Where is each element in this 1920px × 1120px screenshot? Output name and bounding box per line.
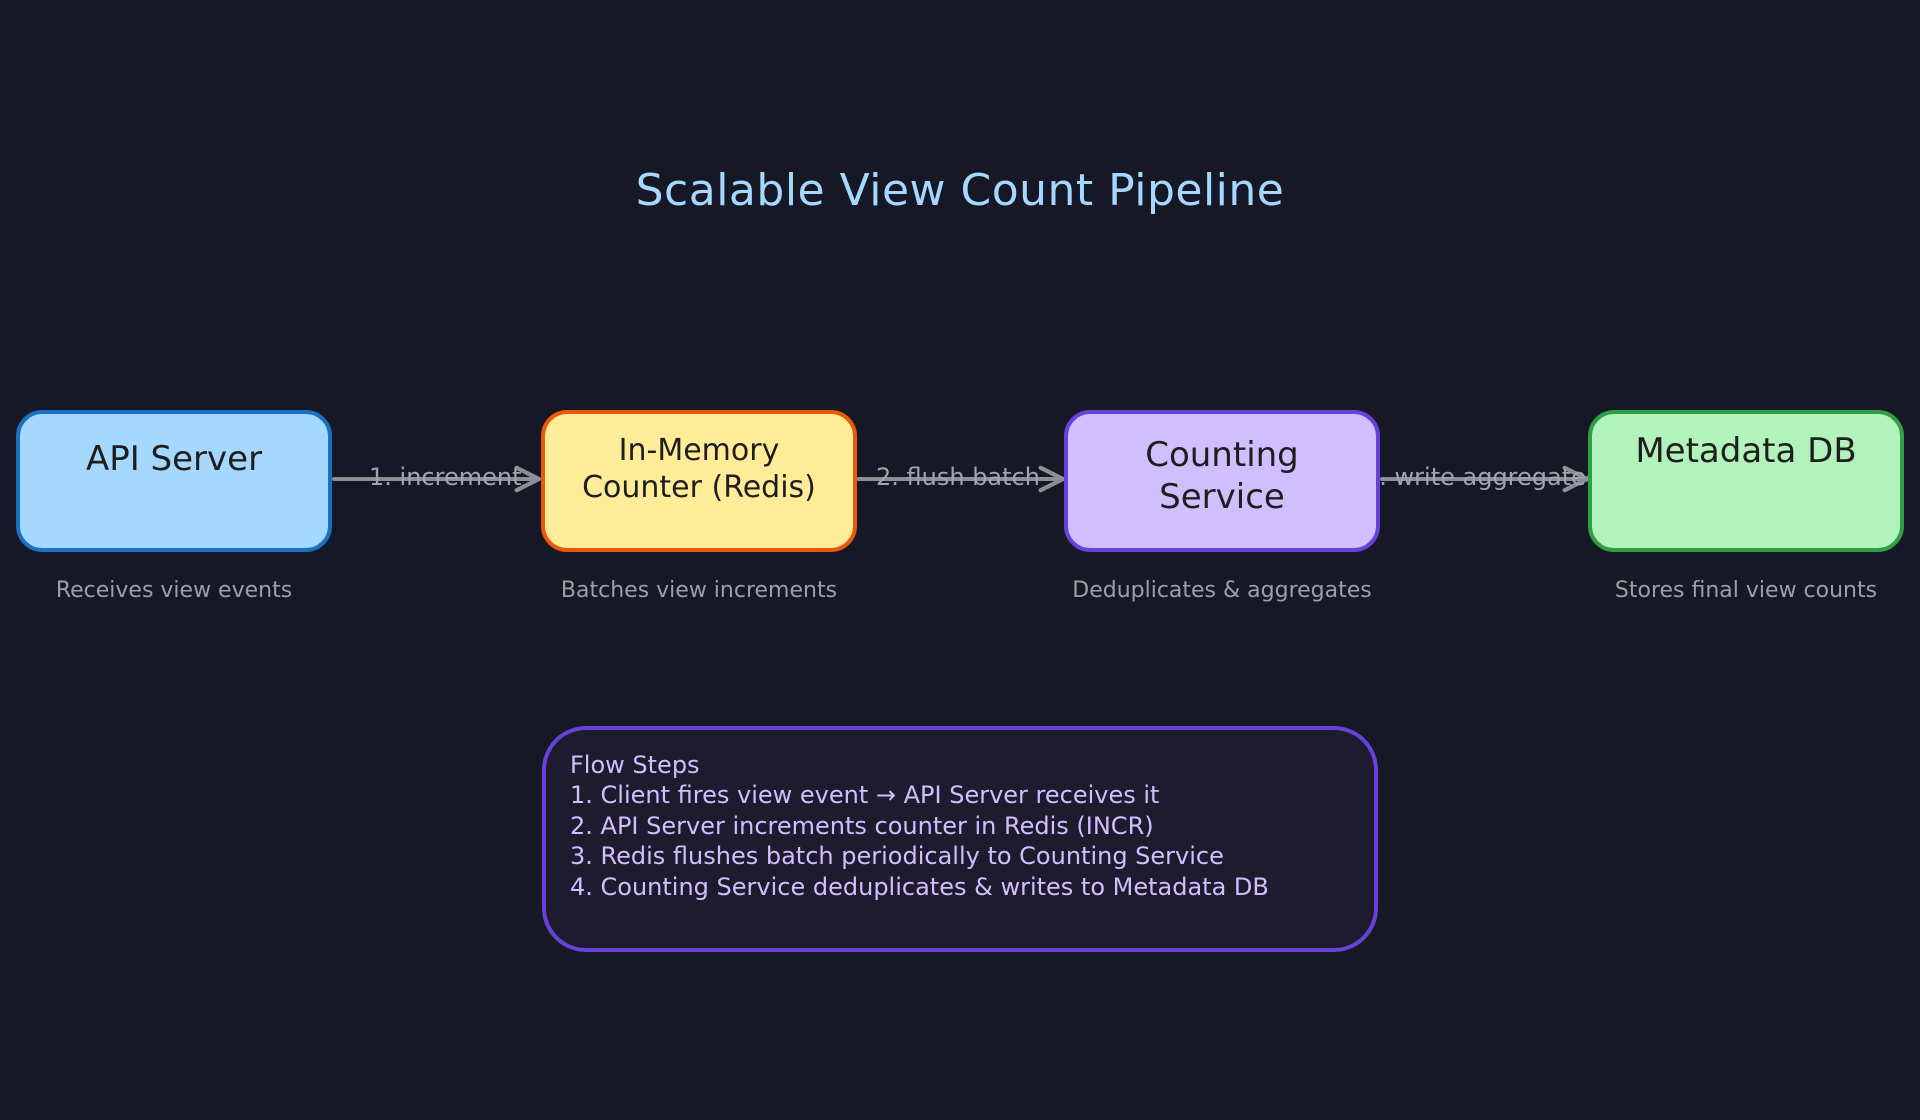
counting-service-label-line-1: Counting — [1145, 435, 1299, 475]
metadata-db-node[interactable]: Metadata DB — [1588, 410, 1904, 552]
redis-label-line-2: Counter (Redis) — [582, 470, 816, 505]
redis-caption: Batches view increments — [560, 578, 838, 603]
counting-service-label-line-2: Service — [1159, 477, 1285, 517]
flow-step-4: 4. Counting Service deduplicates & write… — [570, 872, 1269, 901]
flow-steps-note: Flow Steps 1. Client fires view event → … — [542, 726, 1378, 952]
edge-label-increment: 1. increment — [369, 463, 522, 491]
api-server-label: API Server — [85, 439, 263, 479]
counting-service-caption: Deduplicates & aggregates — [1072, 578, 1372, 603]
diagram-title: Scalable View Count Pipeline — [635, 165, 1285, 216]
redis-node[interactable]: In-Memory Counter (Redis) — [541, 410, 857, 552]
flow-steps-title: Flow Steps — [570, 751, 700, 779]
flow-step-1: 1. Client fires view event → API Server … — [570, 781, 1160, 809]
edge-label-flush-batch: 2. flush batch — [876, 463, 1040, 491]
metadata-db-label: Metadata DB — [1635, 431, 1857, 471]
edge-label-write-aggregated: 3. write aggregated — [1364, 463, 1602, 491]
counting-service-node[interactable]: Counting Service — [1064, 410, 1380, 552]
redis-label-line-1: In-Memory — [618, 433, 780, 468]
flow-step-3: 3. Redis flushes batch periodically to C… — [570, 842, 1224, 870]
flow-step-2: 2. API Server increments counter in Redi… — [570, 811, 1154, 840]
api-server-node[interactable]: API Server — [16, 410, 332, 552]
metadata-db-caption: Stores final view counts — [1614, 578, 1878, 603]
flow-steps-list: 1. Client fires view event → API Server … — [570, 780, 1350, 902]
api-server-caption: Receives view events — [55, 578, 293, 603]
